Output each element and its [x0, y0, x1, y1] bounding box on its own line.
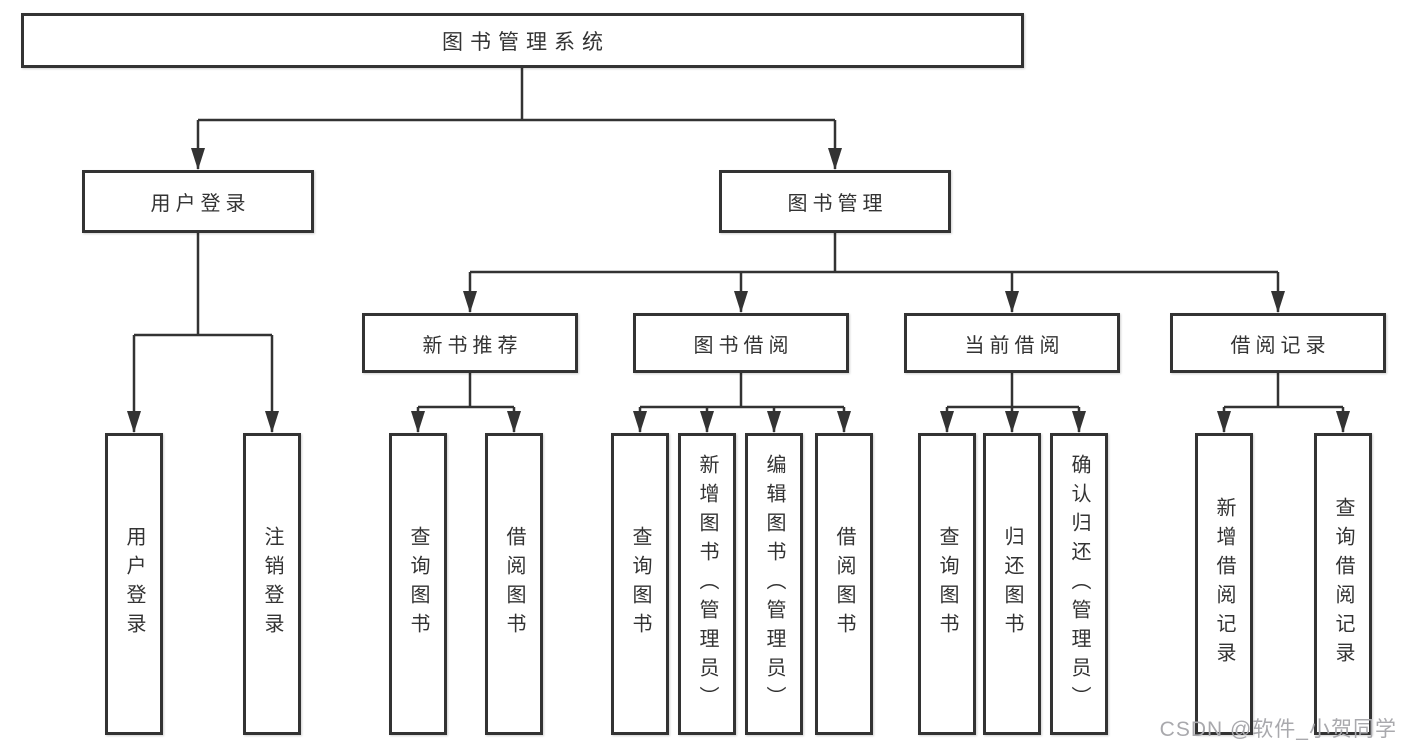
leaf-newbooks-borrow: 借阅图书 [485, 433, 543, 735]
node-borrow-records: 借阅记录 [1170, 313, 1386, 373]
node-book-borrowing: 图书借阅 [633, 313, 849, 373]
leaf-borrow-add-admin: 新增图书（管理员） [678, 433, 736, 735]
node-new-book-recommend-label: 新书推荐 [422, 334, 523, 357]
watermark: CSDN @软件_小贺同学 [1159, 718, 1397, 741]
node-book-borrowing-label: 图书借阅 [693, 334, 794, 357]
leaf-borrow-edit-admin-label: 编辑图书（管理员） [763, 453, 785, 715]
leaf-borrow-borrow: 借阅图书 [815, 433, 873, 735]
node-borrow-records-label: 借阅记录 [1230, 334, 1331, 357]
leaf-current-confirm-admin-label: 确认归还（管理员） [1068, 453, 1090, 715]
node-user-login: 用户登录 [82, 170, 314, 233]
leaf-current-query-label: 查询图书 [936, 526, 958, 642]
leaf-newbooks-query-label: 查询图书 [407, 526, 429, 642]
leaf-borrow-add-admin-label: 新增图书（管理员） [696, 453, 718, 715]
leaf-logout: 注销登录 [243, 433, 301, 735]
leaf-current-return: 归还图书 [983, 433, 1041, 735]
node-book-management-label: 图书管理 [787, 193, 888, 215]
leaf-newbooks-query: 查询图书 [389, 433, 447, 735]
leaf-records-query-label: 查询借阅记录 [1332, 497, 1354, 671]
leaf-newbooks-borrow-label: 借阅图书 [503, 526, 525, 642]
leaf-current-confirm-admin: 确认归还（管理员） [1050, 433, 1108, 735]
node-user-login-label: 用户登录 [150, 193, 251, 215]
leaf-records-add-label: 新增借阅记录 [1213, 497, 1235, 671]
leaf-records-query: 查询借阅记录 [1314, 433, 1372, 735]
node-book-management: 图书管理 [719, 170, 951, 233]
leaf-borrow-query: 查询图书 [611, 433, 669, 735]
node-new-book-recommend: 新书推荐 [362, 313, 578, 373]
leaf-borrow-query-label: 查询图书 [629, 526, 651, 642]
leaf-user-login: 用户登录 [105, 433, 163, 735]
leaf-borrow-edit-admin: 编辑图书（管理员） [745, 433, 803, 735]
leaf-records-add: 新增借阅记录 [1195, 433, 1253, 735]
node-library-system-label: 图书管理系统 [442, 30, 610, 54]
node-current-borrowing-label: 当前借阅 [964, 334, 1065, 357]
leaf-borrow-borrow-label: 借阅图书 [833, 526, 855, 642]
leaf-logout-label: 注销登录 [261, 526, 283, 642]
node-current-borrowing: 当前借阅 [904, 313, 1120, 373]
leaf-current-query: 查询图书 [918, 433, 976, 735]
leaf-user-login-label: 用户登录 [123, 526, 145, 642]
node-library-system: 图书管理系统 [21, 13, 1024, 68]
leaf-current-return-label: 归还图书 [1001, 526, 1023, 642]
